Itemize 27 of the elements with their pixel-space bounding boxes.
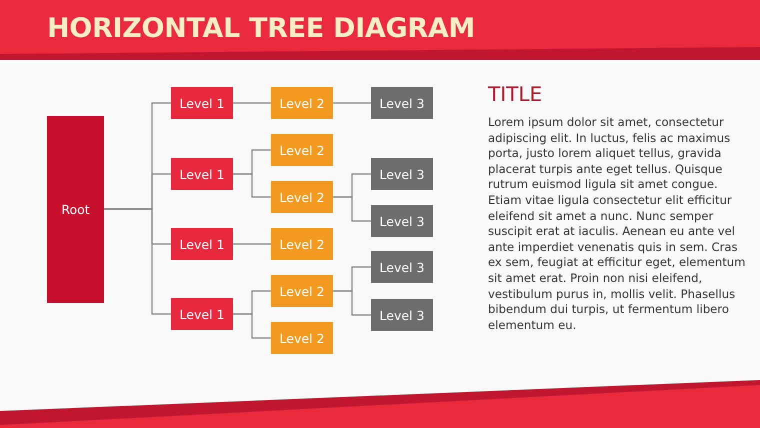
level-box: Level 2 (271, 322, 333, 354)
level-box: Level 1 (171, 298, 233, 330)
connector-line (233, 102, 271, 104)
level-box: Level 3 (371, 158, 433, 190)
section-heading: TITLE (488, 82, 542, 106)
level-box: Level 2 (271, 228, 333, 260)
connector-line (233, 173, 271, 198)
connector-line (333, 290, 371, 316)
level-box: Level 1 (171, 228, 233, 260)
level-box: Level 3 (371, 87, 433, 119)
level-box: Level 2 (271, 275, 333, 307)
level-box: Level 2 (271, 87, 333, 119)
page-title: HORIZONTAL TREE DIAGRAM (47, 13, 476, 44)
connector-line (333, 196, 371, 222)
root-box: Root (47, 116, 104, 302)
level-box: Level 2 (271, 134, 333, 166)
connector-line (233, 243, 271, 245)
level-box: Level 1 (171, 87, 233, 119)
body-paragraph: Lorem ipsum dolor sit amet, consectetur adipiscing elit. In luctus, felis ac maximus porta, justo lorem aliquet tellus, gravida placerat turpis ante eget tellus. Quisque rutrum euismod ligula sit amet congue. Etiam vitae ligula consectetur elit efficitur eleifend sit amet a nunc. Nunc semper suscipit erat at iaculis. Aenean eu ante vel ante imperdiet venenatis quis in sem. Cras ex sem, feugiat at efficitur eget, elementum sit amet erat. Proin non nisi eleifend, vestibulum purus in, mollis velit. Phasellus bibendum dui turpis, ut fermentum libero elementum eu. (488, 115, 746, 334)
connector-line (333, 102, 371, 104)
level-box: Level 1 (171, 158, 233, 190)
level-box: Level 3 (371, 205, 433, 237)
connector-line (233, 313, 271, 339)
level-box: Level 2 (271, 181, 333, 213)
level-box: Level 3 (371, 299, 433, 331)
level-box: Level 3 (371, 251, 433, 283)
connector-line (104, 208, 171, 315)
